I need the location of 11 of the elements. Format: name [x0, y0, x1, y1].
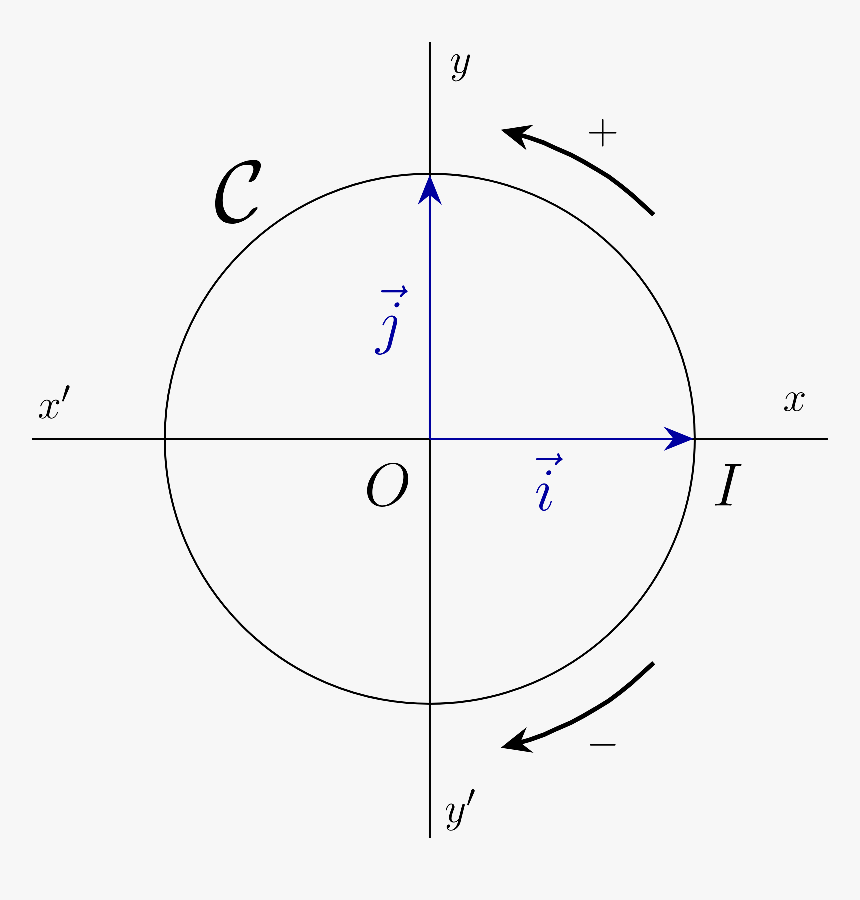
axis-label: $\vec{j}$	[375, 286, 408, 355]
axis-label: $O$	[367, 462, 409, 508]
axis-label: $-$	[590, 744, 616, 746]
axis-label: $y$	[451, 54, 470, 82]
axis-label: $+$	[589, 119, 617, 147]
axis-label: $\mathcal{C}$	[215, 160, 262, 224]
axis-label: $x$	[784, 392, 805, 412]
axis-label: $I$	[714, 464, 742, 506]
axis-label: $y'$	[446, 789, 475, 831]
axis-label: $x'$	[39, 385, 70, 419]
axis-label: $\vec{i}$	[536, 453, 563, 512]
